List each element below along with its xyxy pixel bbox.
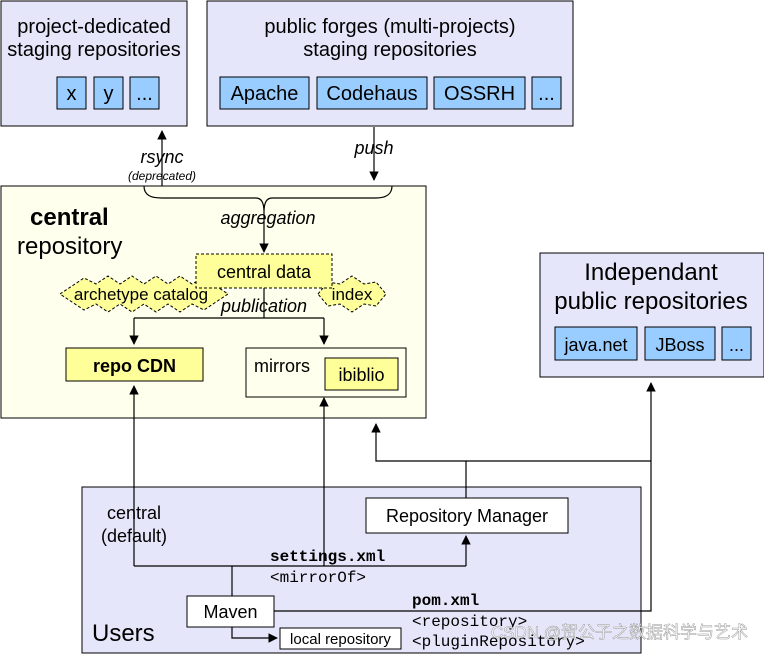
independent-item-jboss: JBoss	[655, 335, 704, 355]
project-staging-item-y: y	[104, 83, 114, 105]
public-forges-item-more: ...	[538, 83, 555, 105]
ibiblio-box	[324, 357, 399, 391]
maven-label: Maven	[203, 602, 257, 622]
project-staging-item-box	[93, 76, 124, 110]
repository-manager-box	[365, 497, 569, 534]
central-repository-group: central repository aggregation archetype…	[0, 185, 427, 419]
maven-to-local-arrow	[231, 626, 278, 643]
publication-label: publication	[220, 296, 307, 316]
central-title-rest: repository	[17, 233, 122, 260]
public-forges-title-line1: public forges (multi-projects)	[264, 16, 515, 38]
repository-tag-label: <repository>	[412, 613, 527, 631]
independent-item-more: ...	[729, 335, 744, 355]
project-staging-item-x: x	[67, 83, 77, 105]
ibiblio-label: ibiblio	[338, 365, 384, 385]
watermark-label: CSDN @贺公子之数据科学与艺术	[491, 623, 748, 642]
public-forges-item-box	[433, 76, 526, 110]
mirrors-label: mirrors	[254, 356, 310, 376]
repository-manager-label: Repository Manager	[386, 506, 548, 526]
repo-cdn-label: repo CDN	[93, 356, 176, 376]
project-staging-title-line1: project-dedicated	[17, 16, 170, 38]
settings-xml-label: settings.xml	[270, 548, 385, 566]
rsync-deprecated-label: (deprecated)	[128, 169, 196, 183]
push-label: push	[353, 138, 393, 158]
local-repository-label: local repository	[290, 631, 391, 648]
users-title: Users	[92, 620, 155, 647]
public-forges-item-box	[531, 76, 562, 110]
archetype-catalog-label: archetype catalog	[74, 285, 208, 304]
users-group: central (default) Users Repository Manag…	[81, 382, 656, 654]
public-forges-item-box	[219, 76, 310, 110]
index-label: index	[332, 285, 373, 304]
independent-item-box	[721, 326, 752, 361]
public-forges-item-codehaus: Codehaus	[326, 83, 417, 105]
publication-fork	[134, 288, 324, 319]
maven-box	[186, 595, 275, 628]
independent-title-line1: Independant	[584, 259, 718, 286]
manager-to-central-arrow	[371, 423, 467, 498]
aggregation-label: aggregation	[220, 208, 315, 228]
pom-xml-label: pom.xml	[412, 592, 479, 610]
central-title-bold: central	[30, 204, 109, 231]
rsync-label: rsync	[140, 147, 183, 167]
independent-item-javanet: java.net	[563, 335, 627, 355]
central-data-label: central data	[217, 262, 312, 282]
public-forges-item-box	[316, 76, 428, 110]
staging-arrows: rsync (deprecated) push	[128, 127, 394, 186]
independent-item-box	[554, 326, 638, 361]
project-staging-group: project-dedicated staging repositories x…	[0, 0, 188, 127]
repo-cdn-box	[65, 347, 204, 382]
public-forges-group: public forges (multi-projects) staging r…	[206, 0, 574, 127]
mirror-of-label: <mirrorOf>	[270, 569, 366, 587]
index-shape	[317, 275, 387, 313]
project-staging-item-box	[129, 76, 160, 110]
plugin-repository-tag-label: <pluginRepository>	[412, 633, 585, 651]
pom-to-independent-arrow	[274, 382, 656, 612]
archetype-catalog-shape	[59, 275, 229, 313]
project-staging-title-line2: staging repositories	[7, 39, 180, 61]
central-data-box	[195, 253, 333, 289]
public-forges-title-line2: staging repositories	[303, 39, 476, 61]
project-staging-item-more: ...	[136, 83, 153, 105]
independent-repositories-group: Independant public repositories java.net…	[539, 252, 764, 378]
independent-title-line2: public repositories	[554, 288, 747, 315]
project-staging-item-box	[56, 76, 87, 110]
independent-item-box	[644, 326, 716, 361]
public-forges-item-ossrh: OSSRH	[444, 83, 515, 105]
local-repository-box	[279, 627, 402, 650]
public-forges-item-apache: Apache	[231, 83, 299, 105]
